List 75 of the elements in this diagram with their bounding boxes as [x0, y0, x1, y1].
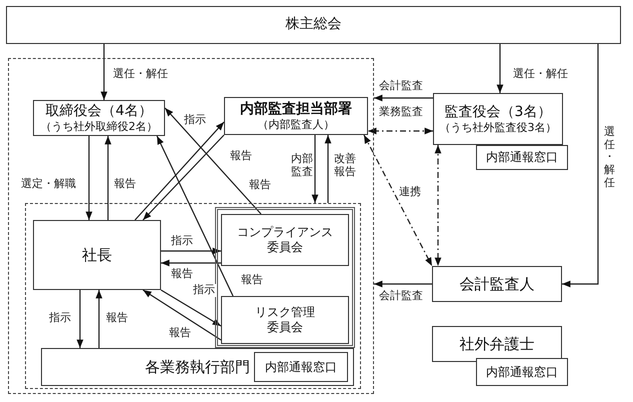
edge-label: 報告 — [240, 274, 264, 287]
edge-label: 指示 — [192, 284, 216, 297]
node-title: 内部通報窓口 — [485, 364, 559, 380]
arrow — [164, 108, 262, 214]
edge-label: 報告 — [248, 179, 272, 192]
process-box — [33, 220, 161, 290]
dashed-group-frame — [25, 203, 361, 389]
node-title: コンプライアンス委員会 — [236, 225, 334, 255]
dashed-group-frame — [8, 58, 374, 394]
node-title: 内部通報窓口 — [264, 360, 338, 374]
process-box — [476, 145, 568, 170]
arrow — [161, 248, 221, 254]
double-line-frame — [215, 207, 355, 348]
edge-label: 業務監査 — [378, 106, 424, 119]
arrow — [160, 289, 222, 327]
node-title: 各業務執行部門 — [144, 358, 251, 376]
arrow — [142, 290, 222, 340]
process-box — [432, 326, 562, 362]
process-box — [432, 266, 562, 302]
arrow — [156, 136, 234, 296]
edge-label: 連携 — [398, 186, 422, 199]
arrow — [374, 280, 432, 288]
node-title: 内部通報窓口 — [485, 150, 559, 165]
edge-label: 改善報告 — [333, 153, 357, 178]
arrow — [134, 122, 224, 220]
edge-label: 報告 — [170, 268, 194, 281]
process-box — [33, 100, 165, 136]
edge-label: 選任・解任 — [603, 126, 616, 190]
arrow — [161, 260, 221, 266]
edge-label: 指示 — [183, 114, 207, 127]
process-box — [476, 358, 568, 386]
arrow — [562, 44, 599, 288]
arrow — [76, 290, 84, 348]
process-box — [433, 93, 563, 145]
edge-label: 選任・解任 — [512, 68, 569, 81]
edge-label: 選定・解職 — [20, 178, 77, 191]
node-title: 社外弁護士 — [458, 334, 536, 354]
arrow — [496, 44, 504, 93]
edge-label: 選任・解任 — [112, 68, 169, 81]
node-title: リスク管理委員会 — [254, 305, 316, 335]
arrow — [312, 135, 318, 203]
dash-dot-arrow — [434, 145, 442, 266]
node-title: 株主総会 — [284, 16, 342, 34]
dash-dot-arrow — [363, 134, 433, 266]
dash-dot-arrow — [368, 128, 433, 134]
arrow — [86, 136, 92, 220]
edge-label: 報告 — [105, 312, 129, 325]
node-subtitle: （うち社外監査役3名） — [440, 121, 556, 134]
arrow — [374, 94, 433, 102]
process-box — [254, 352, 348, 382]
node-title: 会計監査人 — [458, 274, 536, 294]
arrow — [142, 134, 224, 220]
edge-label: 指示 — [48, 312, 72, 325]
node-title: 監査役会（3名） — [444, 104, 552, 122]
node-title: 取締役会（4名） — [44, 102, 154, 120]
process-box — [41, 348, 354, 386]
edge-label: 報告 — [168, 327, 192, 340]
node-subtitle: （内部監査人） — [258, 118, 334, 132]
node-title: 内部監査担当部署 — [239, 100, 353, 118]
arrow — [324, 135, 332, 203]
edge-label: 指示 — [170, 235, 194, 248]
process-box — [224, 97, 368, 135]
edge-label: 会計監査 — [378, 290, 424, 303]
node-subtitle: （うち社外取締役2名） — [40, 120, 158, 134]
arrow — [104, 136, 112, 220]
process-box — [221, 214, 349, 266]
process-box — [6, 6, 621, 44]
arrow — [96, 290, 102, 348]
node-title: 社長 — [81, 246, 113, 264]
arrow — [100, 44, 108, 100]
edge-label: 内部監査 — [290, 153, 314, 178]
edge-label: 報告 — [113, 178, 137, 191]
edge-label: 報告 — [229, 150, 253, 163]
process-box — [221, 296, 349, 344]
edge-label: 会計監査 — [378, 80, 424, 93]
